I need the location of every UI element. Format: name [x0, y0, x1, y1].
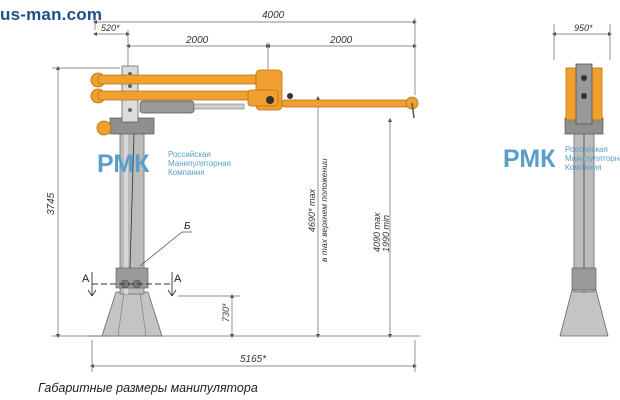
logo-line3: Компания	[168, 168, 205, 177]
section-a-right: A	[174, 273, 182, 285]
dim-max-top: 4690* max	[307, 188, 317, 232]
dim-height: 3745	[46, 192, 57, 215]
section-marker	[87, 272, 177, 297]
dim-arm2: 2000	[329, 35, 353, 46]
logo-line2: Манипуляторная	[168, 159, 231, 168]
logo-line2-side: Манипуляторная	[565, 154, 620, 163]
logo-line1-side: Российская	[565, 145, 608, 154]
logo-mark-side: РМК	[503, 145, 556, 173]
dim-arm1: 2000	[185, 35, 209, 46]
dim-max-bottom: 4090 max	[372, 212, 382, 252]
dim-side-width: 950*	[574, 23, 593, 33]
figure-caption: Габаритные размеры манипулятора	[38, 381, 258, 395]
logo-line1: Российская	[168, 150, 211, 159]
dim-max-top-note: в max верхнем положении	[319, 158, 329, 262]
logo-line3-side: Компания	[565, 163, 602, 172]
company-logo: РМК Российская Манипуляторная Компания	[97, 150, 231, 178]
lift-cylinder	[139, 100, 195, 114]
dim-base-height: 730*	[221, 303, 231, 322]
section-a-left: A	[82, 273, 90, 285]
boom-arm	[90, 69, 419, 136]
dim-overall-width: 5165*	[240, 354, 267, 365]
dim-min-bottom: 1990 min	[381, 215, 391, 252]
side-base	[559, 289, 609, 337]
dimension-lines	[52, 18, 420, 372]
base-plate	[101, 291, 163, 337]
dim-total-reach: 4000	[262, 10, 285, 21]
detail-b-label: Б	[184, 221, 191, 232]
front-view: A A Б 4000 520* 2000 2000 3745 4690* max…	[46, 10, 420, 372]
site-url: us-man.com	[0, 5, 103, 24]
side-view: 950* РМК Российская Манипуляторная Компа…	[503, 23, 620, 337]
company-logo-side: РМК Российская Манипуляторная Компания	[503, 145, 620, 173]
logo-mark: РМК	[97, 150, 150, 178]
dim-offset: 520*	[101, 23, 120, 33]
